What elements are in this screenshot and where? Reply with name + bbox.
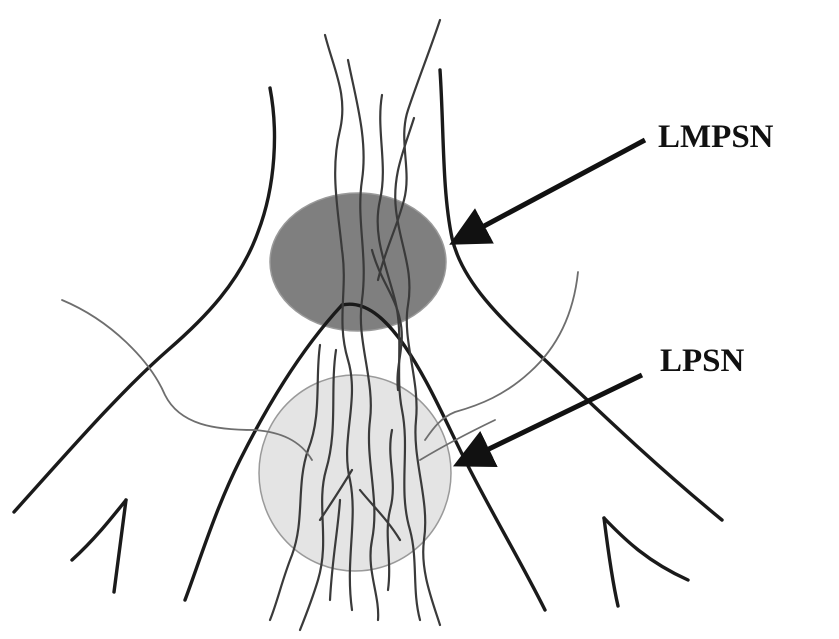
lpsn-label: LPSN	[660, 343, 745, 379]
left-outer-trunk	[14, 88, 274, 512]
lpsn-arrow	[462, 375, 642, 462]
right-lower-branch	[604, 518, 688, 580]
lpsn-region	[259, 375, 451, 571]
lmpsn-arrow	[458, 140, 645, 240]
lmpsn-label: LMPSN	[658, 119, 774, 155]
lmpsn-region	[270, 193, 446, 331]
